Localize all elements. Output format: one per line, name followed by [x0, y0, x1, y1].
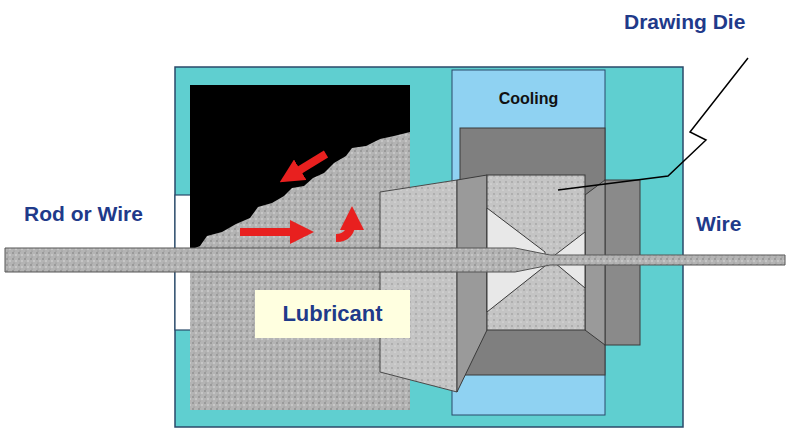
lubricant-box: Lubricant: [255, 290, 410, 338]
cooling-chamber: [452, 70, 605, 415]
housing: [175, 67, 683, 427]
part-label: Rod or Wire: [24, 202, 143, 226]
flow-arrow: [336, 218, 352, 238]
node-text: Lubricant: [282, 301, 382, 327]
lubricant-funnel: [380, 180, 457, 392]
callout-label: Drawing Die: [624, 10, 745, 34]
rod-wire: [5, 248, 785, 272]
flow-arrow: [290, 154, 326, 176]
part-label: Wire: [696, 212, 741, 236]
flow-arrow: [240, 228, 302, 236]
node-text: Cooling: [499, 90, 559, 108]
die-holder-cone: [457, 175, 487, 392]
cooling-box: Cooling: [453, 71, 604, 127]
